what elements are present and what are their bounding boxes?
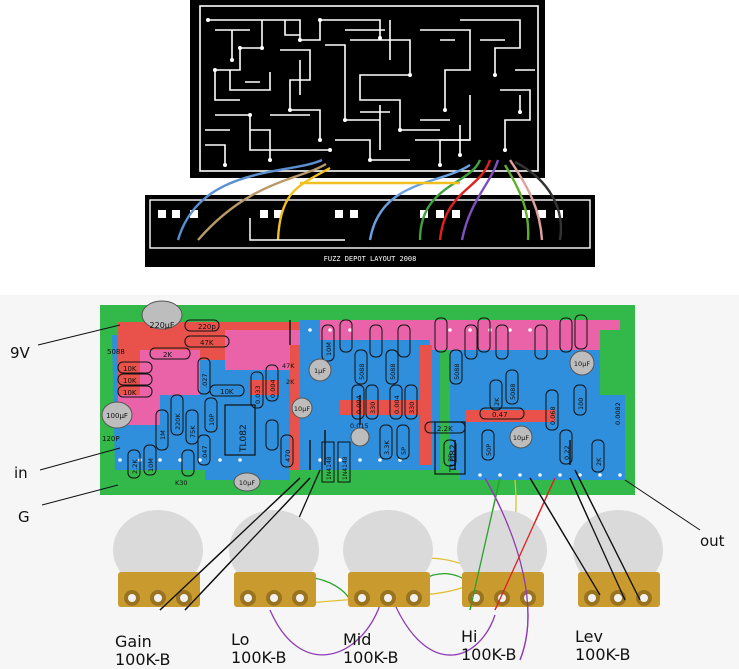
res-2k-d-label: 2K <box>595 457 603 466</box>
cap-10p-label: 10P <box>208 414 216 426</box>
cap-10uf-c-label: 10μF <box>513 434 529 442</box>
res-1m-label: 1M <box>159 430 167 440</box>
pot-gain-caption: Gain 100K-B <box>115 633 171 669</box>
components: 220μF 100μF 220p 47K 2K 5088 10K 10K 10K… <box>101 300 622 492</box>
stripboard <box>100 305 635 495</box>
pot-lev-caption: Lev 100K-B <box>575 628 631 664</box>
pcb-footer-text: FUZZ DEPOT LAYOUT 2008 <box>324 255 417 263</box>
pot-mid <box>343 510 433 607</box>
res-75k-label: 75K <box>189 425 197 438</box>
pot-mid-name: Mid <box>343 630 372 649</box>
cap-047-label: .047 <box>201 446 209 460</box>
ic-tl082-b <box>434 421 466 475</box>
res-2-2k-vert-label: 2.2K <box>131 459 139 474</box>
pot-lo-value: 100K-B <box>231 648 287 667</box>
top-wires <box>176 158 563 241</box>
pot-gain-name: Gain <box>115 632 152 651</box>
pot-mid-value: 100K-B <box>343 648 399 667</box>
pot-lo-name: Lo <box>231 630 250 649</box>
trans-5088-b-label: 5088 <box>358 363 366 380</box>
pot-gain-value: 100K-B <box>115 650 171 669</box>
res-2-2k-label: 2.2K <box>437 425 453 433</box>
res-2k-c-label: 2K <box>493 397 501 406</box>
cap-220p-label: 220p <box>198 323 216 331</box>
res-47k-b-label: 47K <box>282 362 295 370</box>
pot-lev-name: Lev <box>575 627 603 646</box>
cap-027-label: .027 <box>201 374 209 388</box>
leader-lines <box>37 324 701 531</box>
ic-tl082-b-label: TL082 <box>449 444 459 473</box>
cap-10uf-d-label: 10μF <box>239 479 255 487</box>
res-2k-b-label: 2K <box>286 378 295 386</box>
ic-tl082-a-label: TL082 <box>239 424 249 453</box>
pot-mid-caption: Mid 100K-B <box>343 631 399 667</box>
cap-5p-b-label: 5P <box>447 454 455 462</box>
input-label: in <box>14 464 28 482</box>
trans-5088-e-label: 5088 <box>509 383 517 400</box>
pot-lev <box>573 510 663 607</box>
res-10k-d-label: 10K <box>220 388 234 396</box>
k30-label: K30 <box>175 479 188 487</box>
cap-0-033-label: 0.033 <box>254 385 262 404</box>
pot-hi-caption: Hi 100K-B <box>461 628 517 664</box>
trans-5088-label: 5088 <box>107 348 125 356</box>
ic-tl082-a <box>224 404 256 456</box>
res-10m-label: 10M <box>147 458 155 472</box>
res-330-b-label: 330 <box>408 402 416 414</box>
cap-0-004-c-label: 0.004 <box>393 395 401 414</box>
pot-lo <box>229 510 319 607</box>
ground-label: G <box>18 508 30 526</box>
res-100-label: 100 <box>577 398 585 410</box>
cap-100uf-label: 100μF <box>106 412 128 420</box>
pot-gain <box>113 510 203 607</box>
cap-0-015-label: 0.015 <box>350 422 369 430</box>
supply-9v-label: 9V <box>10 344 30 362</box>
res-470-label: 470 <box>284 450 292 462</box>
diode-1n4148-a-label: 1N4148 <box>326 456 333 480</box>
res-10k-b-label: 10K <box>123 377 137 385</box>
etched-pot-strip: FUZZ DEPOT LAYOUT 2008 <box>145 195 595 267</box>
res-2k-label: 2K <box>163 351 172 359</box>
res-10m-b-label: 10M <box>325 342 333 356</box>
res-220k-label: 220K <box>174 413 182 430</box>
cap-0-068-label: 0.068 <box>549 406 557 425</box>
cap-50p-label: 50P <box>485 444 493 456</box>
res-10k-a-label: 10K <box>123 365 137 373</box>
cap-10uf-b-label: 10μF <box>574 360 590 368</box>
diode-1n4148-b-label: 1N4148 <box>342 456 349 480</box>
cap-0-22-label: 0.22 <box>563 446 571 460</box>
cap-0-47-label: 0.47 <box>492 411 508 419</box>
res-330-label: 330 <box>369 402 377 414</box>
etched-pcb-top <box>190 0 545 178</box>
cap-120p-label: 120P <box>102 435 120 443</box>
output-label: out <box>700 532 725 550</box>
pot-wires-front <box>159 469 641 661</box>
cap-0-004-label: 0.004 <box>269 379 277 398</box>
trans-5088-c-label: 5088 <box>389 363 397 380</box>
res-47k-label: 47K <box>200 339 214 347</box>
cap-220uf-label: 220μF <box>150 321 175 330</box>
res-3-3k-label: 3.3K <box>383 440 391 455</box>
cap-10uf-a-label: 10μF <box>294 405 310 413</box>
pot-lo-caption: Lo 100K-B <box>231 631 287 667</box>
cap-0-0082-label: 0.0082 <box>614 402 622 425</box>
cap-1uf-label: 1μF <box>314 367 326 375</box>
pot-hi-value: 100K-B <box>461 645 517 664</box>
pot-hi-name: Hi <box>461 627 478 646</box>
pot-lev-value: 100K-B <box>575 645 631 664</box>
trans-5088-d-label: 5088 <box>453 363 461 380</box>
res-10k-c-label: 10K <box>123 389 137 397</box>
cap-0-004-b-label: 0.004 <box>355 395 363 414</box>
cap-5p-label: 5P <box>400 447 408 455</box>
